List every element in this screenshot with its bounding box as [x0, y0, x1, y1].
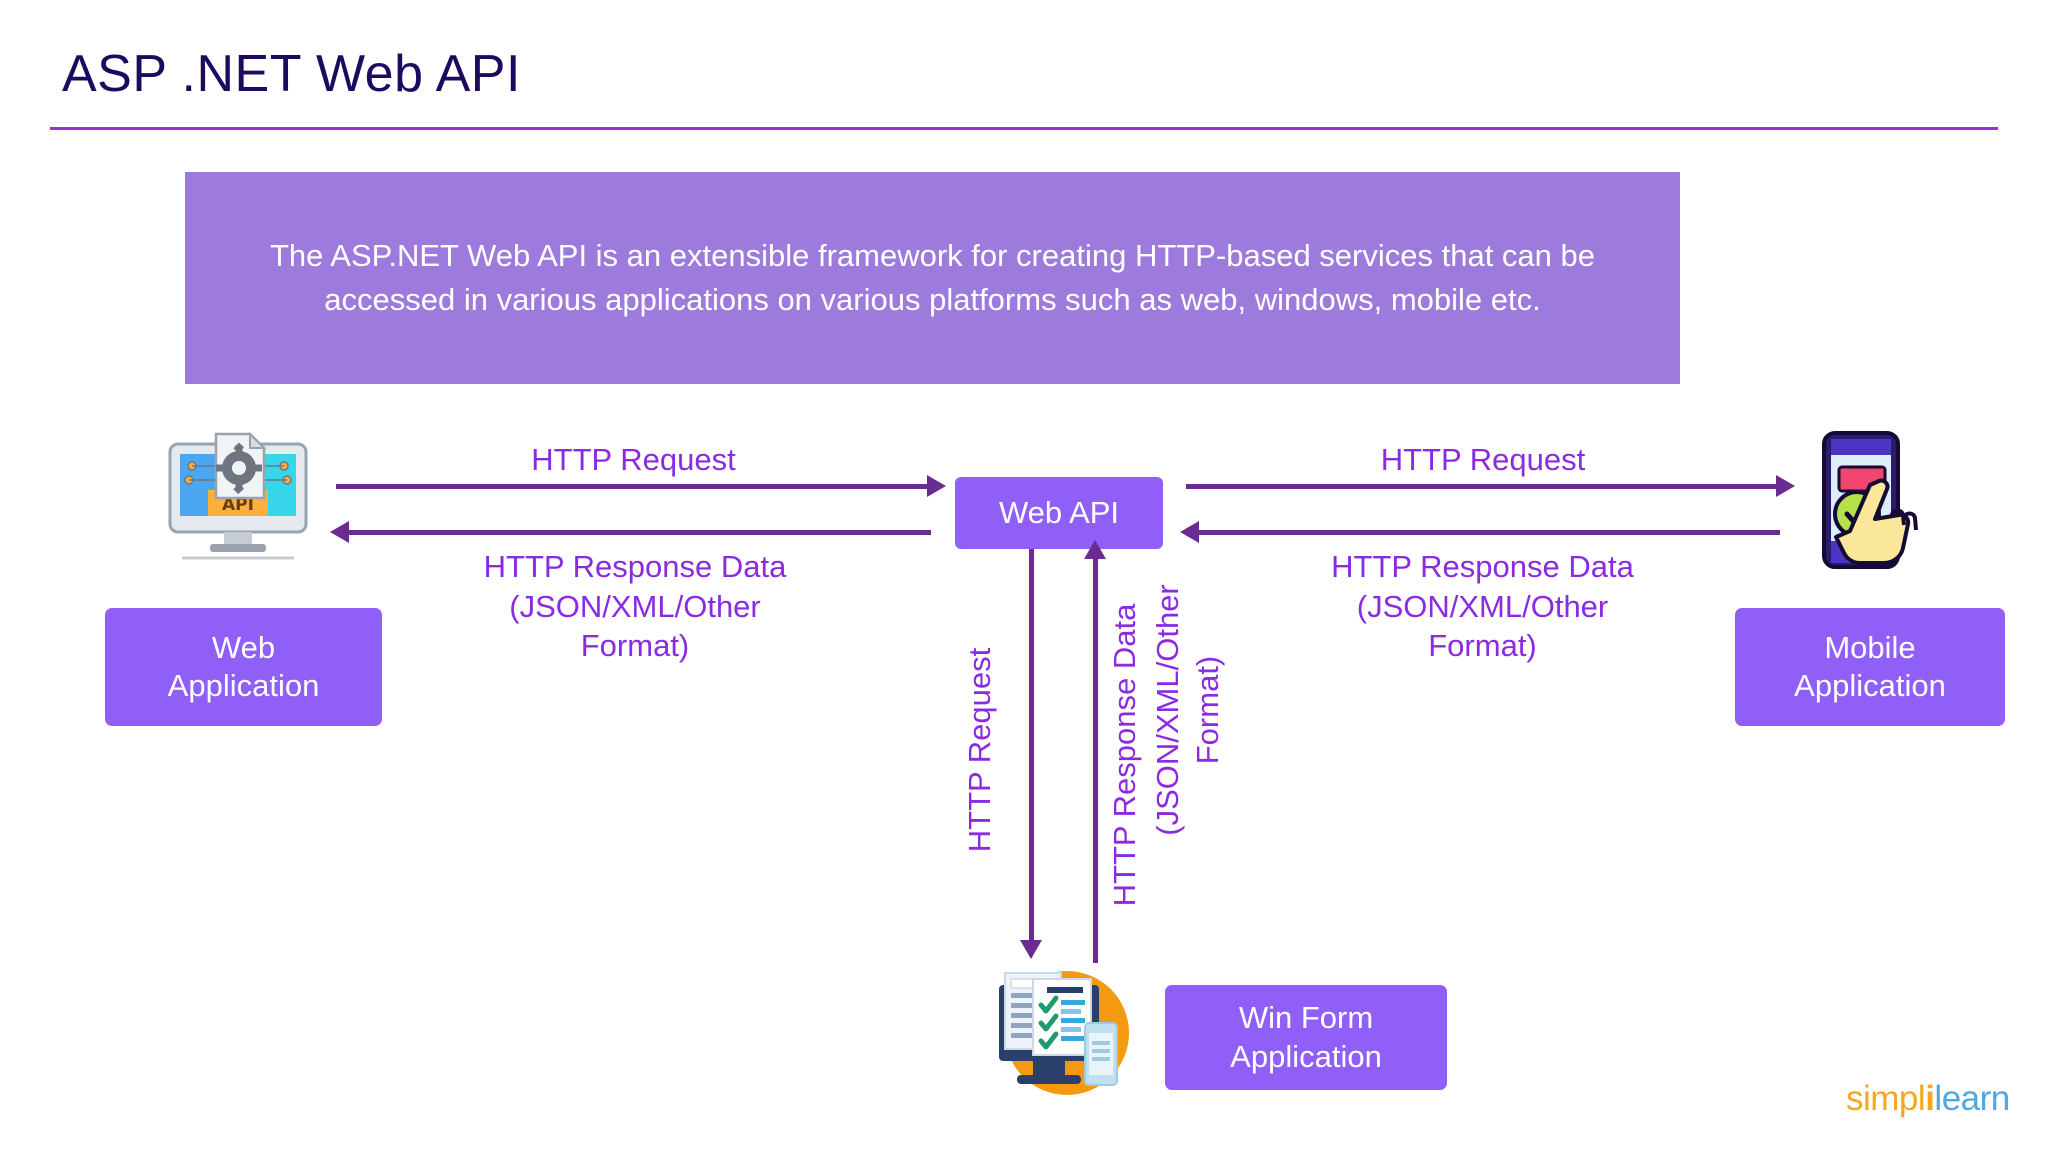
label-down-request: HTTP Request: [962, 647, 997, 853]
description-text: The ASP.NET Web API is an extensible fra…: [269, 237, 1595, 317]
arrow-left-request-head: [927, 475, 946, 497]
description-banner: The ASP.NET Web API is an extensible fra…: [185, 172, 1680, 384]
label-up-response-line2: (JSON/XML/Other Format): [1150, 584, 1225, 836]
arrow-right-response-head: [1180, 521, 1199, 543]
label-up-response-line1: HTTP Response Data: [1107, 603, 1142, 907]
node-mobile-application[interactable]: Mobile Application: [1735, 608, 2005, 726]
node-web-application[interactable]: Web Application: [105, 608, 382, 726]
arrow-right-request-head: [1776, 475, 1795, 497]
node-web-api-label: Web API: [998, 494, 1120, 530]
title-divider: [50, 127, 1998, 130]
arrow-left-response-line: [336, 530, 931, 535]
arrow-left-response-head: [330, 521, 349, 543]
simplilearn-logo: simplilearn: [1846, 1079, 2010, 1119]
arrow-down-request-head: [1020, 940, 1042, 959]
arrow-right-response-line: [1186, 530, 1780, 535]
label-left-response: HTTP Response Data (JSON/XML/Other Forma…: [483, 549, 787, 664]
mobile-touch-icon: [1800, 425, 1950, 575]
monitor-api-icon: API: [158, 431, 318, 564]
arrow-right-request-line: [1186, 484, 1780, 489]
node-winform-application[interactable]: Win Form Application: [1165, 985, 1447, 1090]
page-title: ASP .NET Web API: [62, 45, 521, 103]
label-right-request: HTTP Request: [1380, 442, 1586, 477]
node-mobile-application-label: Mobile Application: [1794, 629, 1946, 703]
arrow-up-response-line: [1093, 553, 1098, 963]
logo-part-1: simpl: [1846, 1079, 1926, 1118]
label-left-request: HTTP Request: [531, 442, 736, 477]
logo-part-2: learn: [1934, 1079, 2010, 1118]
svg-text:API: API: [222, 495, 254, 515]
node-web-api[interactable]: Web API: [955, 477, 1163, 549]
desktop-checklist-icon: [985, 955, 1135, 1105]
node-web-application-label: Web Application: [167, 629, 320, 703]
arrow-down-request-line: [1029, 549, 1034, 947]
arrow-up-response-head: [1084, 540, 1106, 559]
logo-separator: i: [1925, 1079, 1935, 1118]
label-right-response: HTTP Response Data (JSON/XML/Other Forma…: [1331, 549, 1634, 664]
node-winform-application-label: Win Form Application: [1230, 1000, 1382, 1074]
arrow-left-request-line: [336, 484, 931, 489]
